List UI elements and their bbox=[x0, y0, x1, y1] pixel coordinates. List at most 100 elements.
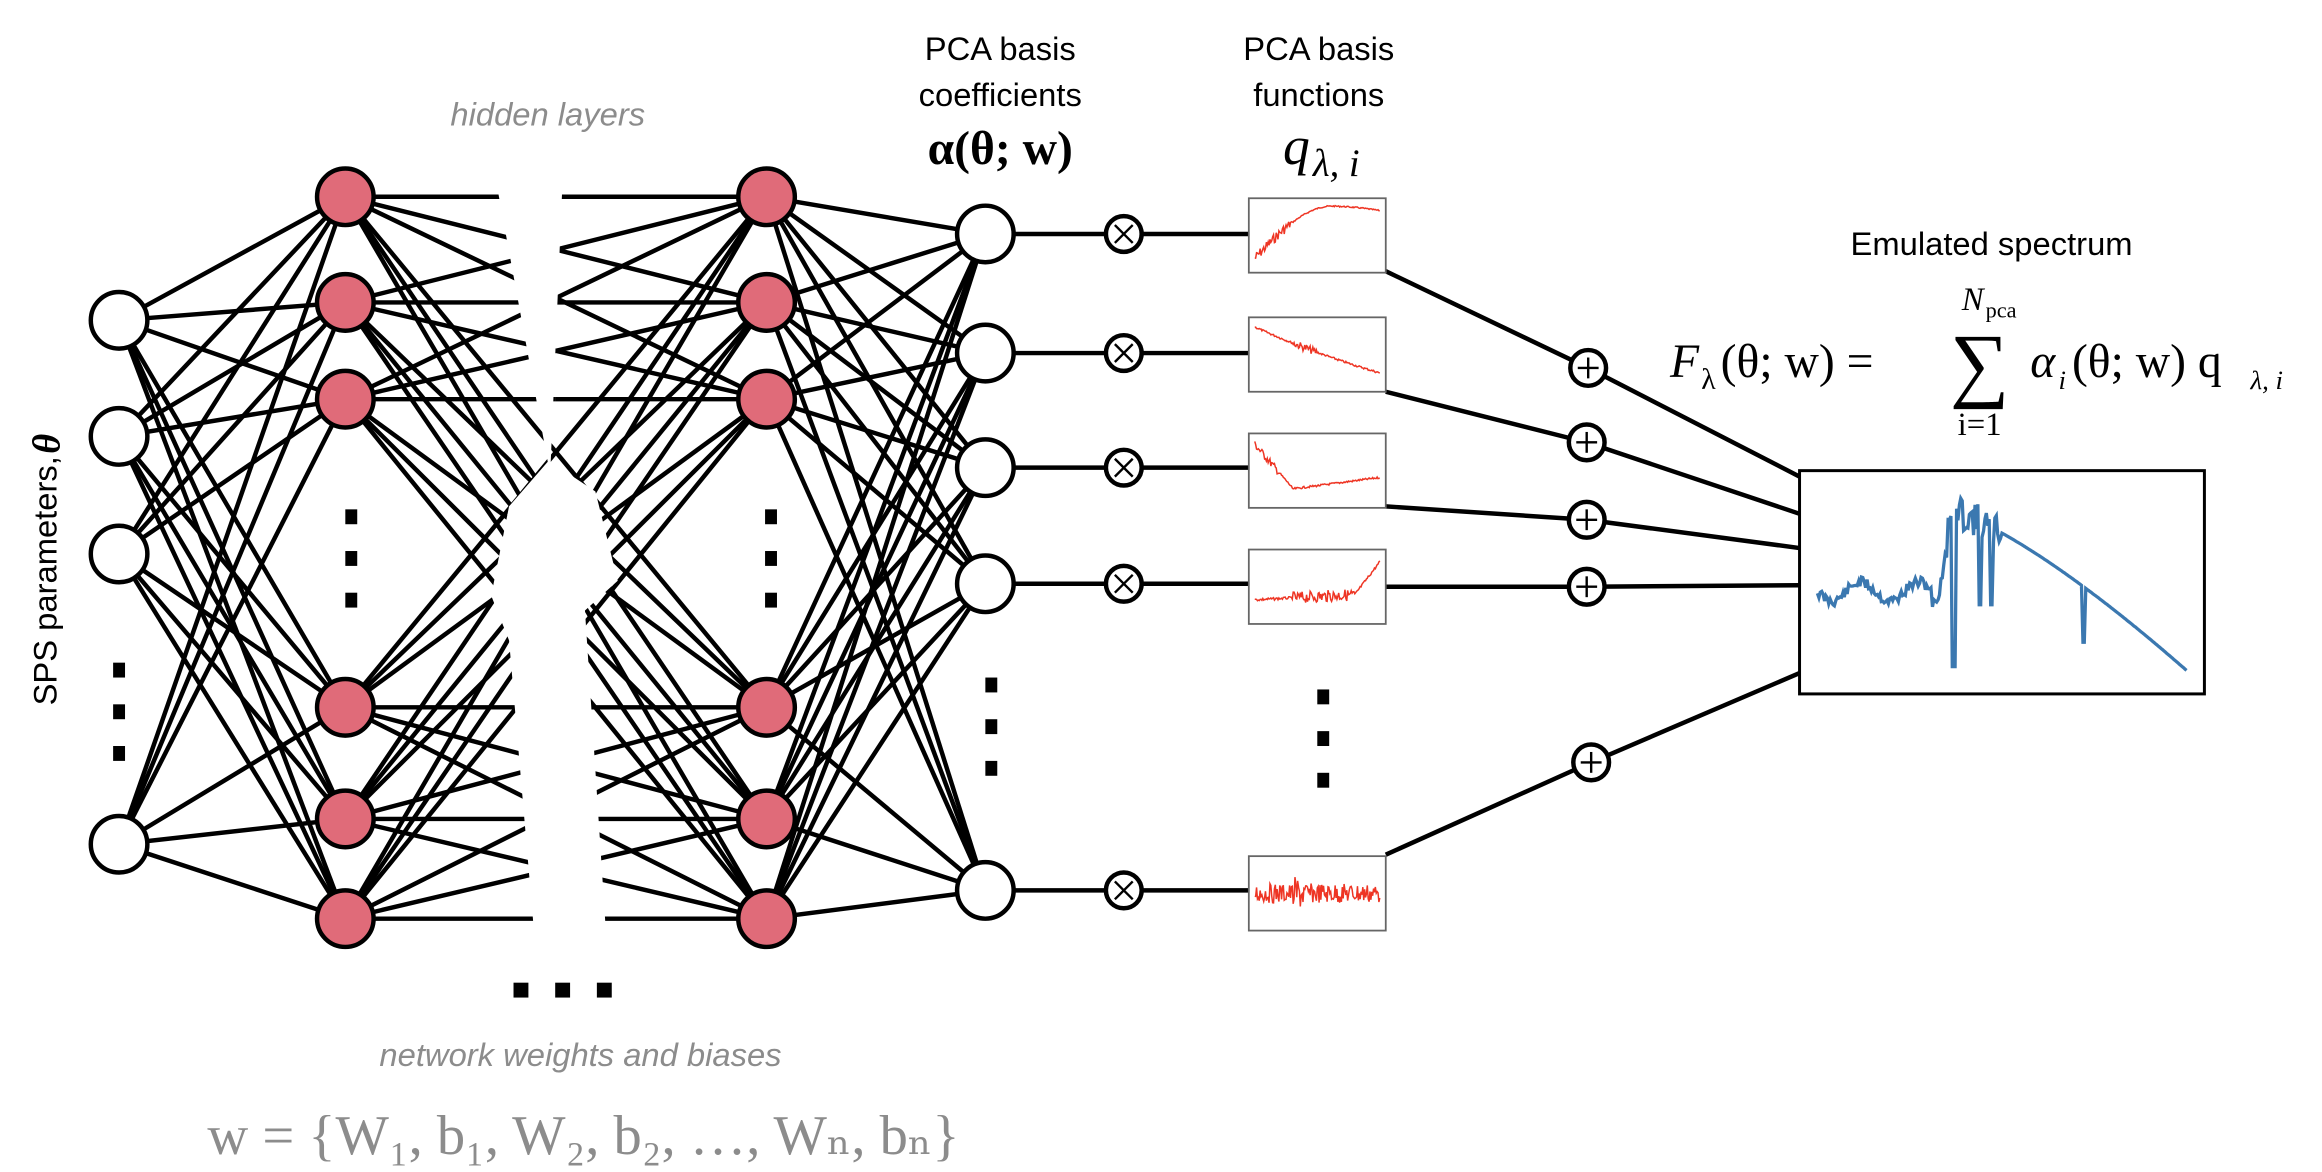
theta-symbol: θ bbox=[27, 434, 69, 454]
input-ellipsis-dot bbox=[113, 662, 126, 678]
basis-ellipsis-dot bbox=[1317, 689, 1330, 705]
edge-hidden-output bbox=[764, 582, 988, 920]
edge-input-hidden bbox=[117, 195, 347, 438]
pca-coefficient-node bbox=[954, 322, 1016, 384]
input-node bbox=[88, 523, 150, 585]
add-operator bbox=[1568, 347, 1609, 389]
formula-sum-top: N bbox=[1961, 282, 1986, 318]
edge-hidden-output bbox=[764, 301, 988, 892]
multiply-operator bbox=[1103, 213, 1144, 255]
network-edges bbox=[116, 194, 988, 921]
add-operator bbox=[1566, 422, 1607, 463]
layers-ellipsis-dot bbox=[555, 982, 571, 998]
edge-hidden-output bbox=[765, 816, 987, 893]
edge-hidden-output bbox=[764, 233, 988, 709]
sps-parameters-label-group: SPS parameters, θ bbox=[27, 434, 69, 706]
output-ellipsis-dot bbox=[985, 677, 998, 693]
formula-rhs: α bbox=[2030, 336, 2056, 388]
pca-coefficient-node bbox=[954, 437, 1016, 499]
edge-sum-spectrum bbox=[1586, 517, 1800, 551]
basis-function-panel bbox=[1247, 316, 1387, 393]
edge-hidden2-in bbox=[554, 195, 769, 510]
edge-hidden1-out bbox=[344, 705, 557, 815]
input-node bbox=[88, 405, 150, 467]
hidden-node-layer1 bbox=[314, 166, 376, 228]
formula-lhs-sub: λ bbox=[1701, 363, 1716, 396]
edge-hidden-output bbox=[766, 194, 986, 237]
edge-sum-spectrum bbox=[1587, 365, 1801, 479]
edge-hidden-output bbox=[764, 352, 988, 920]
formula-sum: ∑ bbox=[1950, 319, 2009, 411]
input-node bbox=[88, 813, 150, 875]
add-operator bbox=[1566, 499, 1607, 540]
basis-function-curve bbox=[1254, 326, 1381, 374]
edge-basis-sum bbox=[1384, 269, 1590, 370]
basis-function-panel bbox=[1247, 197, 1387, 274]
edge-hidden-output bbox=[766, 888, 986, 921]
edge-input-hidden bbox=[118, 842, 347, 921]
input-ellipsis-dot bbox=[113, 746, 126, 761]
hidden2-ellipsis-dot bbox=[765, 551, 777, 566]
formula-sum-top-sub: pca bbox=[1986, 297, 2017, 322]
edge-sum-spectrum bbox=[1586, 583, 1800, 589]
multiply-cross-icon bbox=[1114, 880, 1134, 901]
pca-functions-title-line1: PCA basis bbox=[1243, 30, 1394, 67]
edge-hidden1-out bbox=[344, 300, 557, 353]
edge-hidden2-in bbox=[555, 247, 768, 305]
hidden-node-layer2 bbox=[736, 676, 798, 738]
edge-hidden1-out bbox=[344, 348, 557, 402]
edge-hidden2-in bbox=[554, 300, 769, 507]
pca-flow-edges bbox=[985, 231, 1801, 893]
edge-input-hidden bbox=[117, 301, 348, 846]
edge-hidden-output bbox=[765, 300, 987, 470]
pca-functions-math-sub: λ, i bbox=[1312, 143, 1360, 185]
edge-input-hidden bbox=[117, 398, 348, 846]
edge-input-hidden bbox=[117, 552, 348, 920]
multiply-operator bbox=[1103, 870, 1144, 911]
hidden-node-layer2 bbox=[736, 888, 798, 950]
edge-hidden-output bbox=[765, 397, 987, 470]
pca-coefficient-node bbox=[954, 859, 1016, 921]
basis-function-panel bbox=[1247, 855, 1387, 932]
multiply-operator bbox=[1103, 332, 1144, 374]
basis-function-frame bbox=[1247, 432, 1387, 509]
hidden-node-layer2 bbox=[736, 368, 798, 430]
hidden1-ellipsis-dot bbox=[345, 592, 358, 608]
edge-input-hidden bbox=[118, 816, 346, 847]
edge-hidden2-in bbox=[554, 609, 769, 920]
basis-function-frame bbox=[1247, 316, 1387, 393]
edge-hidden1-out bbox=[344, 810, 557, 921]
edge-hidden-output bbox=[764, 301, 988, 586]
edge-hidden-output bbox=[764, 195, 988, 470]
hidden2-ellipsis-dot bbox=[765, 509, 777, 525]
edge-hidden-output bbox=[764, 466, 988, 821]
edge-hidden-output bbox=[764, 582, 987, 821]
emulated-spectrum-panel bbox=[1798, 469, 2206, 696]
edge-input-hidden bbox=[117, 300, 347, 439]
hidden-node-layer1 bbox=[314, 676, 376, 738]
basis-ellipsis-dot bbox=[1317, 772, 1330, 788]
edge-hidden-output bbox=[764, 352, 988, 820]
hidden-layers-label: hidden layers bbox=[450, 95, 645, 132]
edge-input-hidden bbox=[117, 435, 348, 920]
hidden-node-layer1 bbox=[314, 368, 376, 430]
multiply-cross-icon bbox=[1114, 224, 1134, 244]
pca-functions-title-line2: functions bbox=[1253, 76, 1384, 113]
edge-hidden2-in bbox=[554, 194, 768, 300]
edge-basis-sum bbox=[1385, 389, 1588, 445]
basis-function-frame bbox=[1247, 197, 1387, 274]
formula-rhs-sub2: λ, i bbox=[2250, 365, 2283, 395]
hidden-node-layer1 bbox=[314, 888, 376, 950]
multiply-cross-icon bbox=[1114, 573, 1134, 594]
edge-input-hidden bbox=[117, 705, 347, 847]
edge-hidden1-out bbox=[343, 195, 558, 510]
pca-coefficients-title-line2: coefficients bbox=[919, 76, 1082, 113]
edge-hidden1-out bbox=[344, 816, 557, 871]
basis-function-frame bbox=[1247, 548, 1387, 625]
edge-basis-sum bbox=[1385, 504, 1587, 522]
edge-hidden-output bbox=[766, 350, 986, 402]
hidden1-ellipsis-dot bbox=[345, 551, 358, 566]
spectrum-curve bbox=[1815, 493, 2188, 672]
edge-input-hidden bbox=[117, 552, 347, 710]
